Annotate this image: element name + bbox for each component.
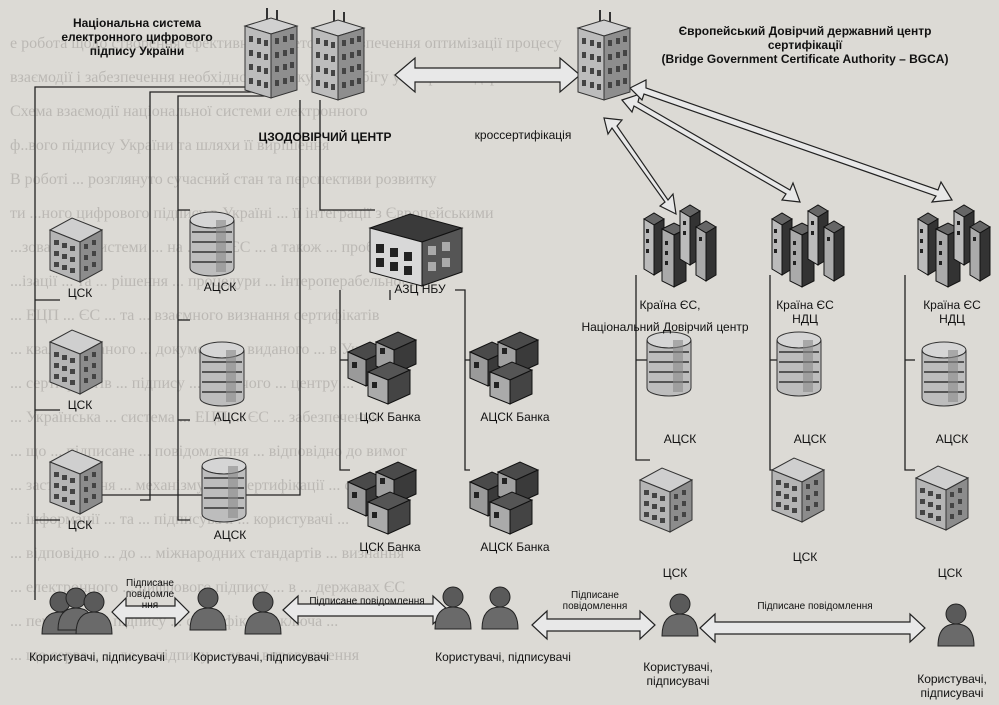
acsk-label: АЦСК: [663, 432, 697, 446]
office-building-icon: [639, 467, 693, 533]
signed-message-label: Підписане повідомле ння: [125, 578, 175, 611]
background-text-line: ... Українська ... система ... ЕЦП ... Є…: [10, 409, 379, 426]
user-icon: [937, 603, 975, 647]
city-cluster-icon: [643, 204, 717, 288]
background-text-line: ... електронного ... цифрового підпису .…: [10, 579, 405, 596]
cube-building-icon: [469, 331, 539, 405]
signed-message-arrows: [111, 594, 926, 644]
csk-label: ЦСК: [662, 566, 688, 580]
acsk-bank-label: АЦСК Банка: [480, 540, 550, 554]
background-text-line: ... ЕЦП ... ЄС ... та ... взаємного визн…: [10, 307, 380, 324]
azc-nbu-label: АЗЦ НБУ: [394, 282, 446, 296]
users-signers-label: Користувачі, підписувачі: [193, 650, 329, 664]
acsk-label: АЦСК: [213, 410, 247, 424]
national-system-label: Національна система електронного цифрово…: [61, 16, 213, 58]
connector-lines: [34, 86, 915, 600]
bank-building-icon: [369, 213, 463, 287]
office-building-icon: [915, 465, 969, 531]
background-text-line: ... що серве... ... до ... підпису ... з…: [10, 647, 360, 664]
background-text-line: ... застосування ... механізму кросcерти…: [10, 477, 388, 494]
cube-building-icon: [347, 461, 417, 535]
national-trust-center-label: Національний Довірчий центр: [581, 320, 749, 334]
signed-message-label: Підписане повідомлення: [757, 601, 873, 612]
background-text-line: Схема взаємодії національної системи еле…: [10, 103, 368, 120]
bgca-link-arrows: [603, 79, 954, 216]
eu-country-ndc-label: Країна ЄС НДЦ: [776, 298, 834, 326]
city-cluster-icon: [917, 204, 991, 288]
bgca-tower-icon: [577, 9, 631, 101]
eu-country-label: Країна ЄС,: [639, 298, 701, 312]
background-text-line: ти ...ного цифрового підпису в Україні .…: [10, 205, 494, 222]
cross-cert-label: кросcертифікація: [474, 128, 572, 142]
eu-country-ndc-label: Країна ЄС НДЦ: [923, 298, 981, 326]
user-icon: [661, 593, 699, 637]
background-text-line: ... що ... підписане ... повідомлення ..…: [10, 443, 408, 460]
office-building-icon: [49, 329, 103, 395]
csk-label: ЦСК: [67, 518, 93, 532]
acsk-bank-label: АЦСК Банка: [480, 410, 550, 424]
acsk-label: АЦСК: [793, 432, 827, 446]
national-towers: [244, 7, 365, 101]
csk-bank-label: ЦСК Банка: [359, 540, 421, 554]
users-signers-label: Користувачі, підписувачі: [435, 650, 571, 664]
background-text-line: ф..вого підпису України та шляхи її вирі…: [10, 137, 330, 154]
csk-label: ЦСК: [792, 550, 818, 564]
csk-label: ЦСК: [937, 566, 963, 580]
background-text-line: В роботі ... розглянуто сучасний стан та…: [10, 171, 437, 188]
csk-label: ЦСК: [67, 398, 93, 412]
users-signers-label: Користувачі, підписувачі: [29, 650, 165, 664]
user-group-1: [41, 587, 113, 635]
round-building-icon: [646, 331, 692, 397]
round-building-icon: [201, 457, 247, 523]
csk-label: ЦСК: [67, 286, 93, 300]
office-building-icon: [49, 449, 103, 515]
office-building-icon: [49, 217, 103, 283]
central-cert-center-label: ЦЗОДОВІРЧИЙ ЦЕНТР: [258, 130, 392, 144]
signed-message-label: Підписане повідомлення: [562, 590, 628, 612]
users-signers-label: Користувачі, підписувачі: [917, 672, 987, 700]
acsk-label: АЦСК: [935, 432, 969, 446]
bgca-label: Європейський Довірчий державний центр се…: [661, 24, 949, 66]
city-cluster-icon: [771, 204, 845, 288]
round-building-icon: [189, 211, 235, 277]
cube-building-icon: [469, 461, 539, 535]
background-text-line: ...ізації ... та ... рішення ... процеду…: [10, 273, 421, 290]
round-building-icon: [199, 341, 245, 407]
round-building-icon: [921, 341, 967, 407]
users-signers-label: Користувачі, підписувачі: [643, 660, 713, 688]
background-text-line: ... відповідно ... до ... міжнародних ст…: [10, 545, 405, 562]
cross-cert-arrow: [394, 56, 581, 94]
acsk-label: АЦСК: [203, 280, 237, 294]
acsk-label: АЦСК: [213, 528, 247, 542]
office-building-icon: [771, 457, 825, 523]
round-building-icon: [776, 331, 822, 397]
csk-bank-label: ЦСК Банка: [359, 410, 421, 424]
user-group-3: [434, 586, 519, 630]
signed-message-label: Підписане повідомлення: [309, 596, 425, 607]
